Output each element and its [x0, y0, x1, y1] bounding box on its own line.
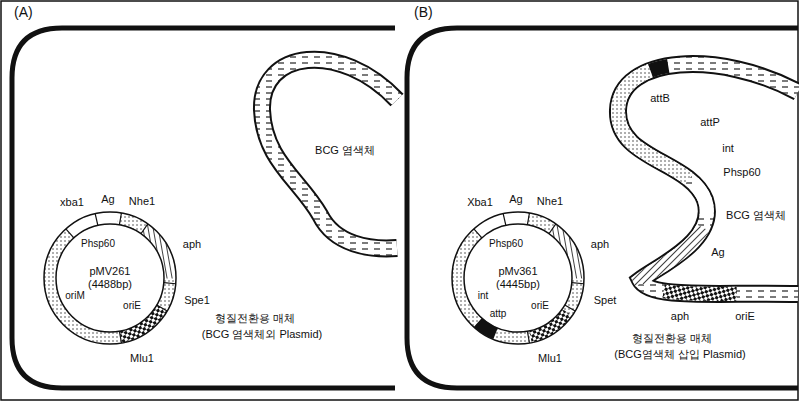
part-label: aph — [591, 238, 609, 250]
cell-outline — [12, 28, 395, 388]
segment-tick — [527, 213, 529, 225]
part-label: Nhe1 — [537, 195, 563, 207]
plasmid-ring — [25, 193, 194, 362]
segment-tick — [474, 229, 482, 238]
part-label: (BCG염색체 삽입 Plasmid) — [614, 348, 745, 360]
part-label: Phsp60 — [489, 238, 523, 250]
part-label: Spet — [594, 294, 617, 306]
plasmid-name: (4488bp) — [88, 278, 132, 291]
segment-tick — [164, 283, 176, 284]
part-label: int — [478, 290, 489, 302]
part-label: BCG 염색체 — [315, 144, 375, 156]
part-label: Ag — [711, 246, 724, 258]
part-label: aph — [183, 238, 201, 250]
part-label: oriE — [531, 300, 549, 312]
panel: (B) pMv361(4445bp) — [400, 0, 799, 401]
part-label: aph — [671, 310, 689, 322]
part-label: oriM — [65, 290, 84, 302]
plasmid-name: (4445bp) — [496, 278, 540, 291]
segment-tick — [572, 283, 584, 284]
cell-outline — [407, 28, 798, 388]
segment-tick — [565, 305, 575, 311]
segment-tick — [141, 224, 148, 234]
segment-tick — [66, 229, 74, 238]
panel-letter: (A) — [14, 4, 33, 20]
part-label: (BCG 염색체외 Plasmid) — [202, 328, 322, 340]
segment-tick — [503, 214, 506, 226]
plasmid-name: pMV261 — [90, 265, 131, 278]
segment-ticks — [66, 213, 584, 343]
plasmid-ring — [433, 193, 602, 362]
part-label: xba1 — [60, 196, 84, 208]
part-label: Ag — [101, 193, 114, 205]
part-label: Nhe1 — [129, 195, 155, 207]
part-label: Xba1 — [467, 196, 493, 208]
part-label: Spe1 — [184, 294, 210, 306]
part-label: Ag — [509, 193, 522, 205]
segment-tick — [549, 224, 556, 234]
part-label: oriE — [123, 300, 141, 312]
part-label: attP — [700, 116, 720, 128]
part-label: BCG 염색체 — [726, 209, 786, 221]
segment-tick — [119, 331, 121, 343]
plasmid-name: pMv361 — [498, 265, 537, 278]
part-label: 형질전환용 매체 — [215, 312, 295, 324]
part-label: Phsp60 — [723, 166, 760, 178]
chromosome-band — [618, 64, 798, 294]
segment-tick — [119, 213, 121, 225]
part-label: int — [722, 142, 734, 154]
panel-letter: (B) — [414, 4, 433, 20]
part-label: Phsp60 — [81, 238, 115, 250]
segment-tick — [527, 331, 529, 343]
part-label: attB — [650, 92, 670, 104]
part-label: 형질전환용 매체 — [632, 332, 712, 344]
segment-tick — [157, 305, 167, 311]
part-label: oriE — [735, 310, 755, 322]
chromosome-band — [262, 60, 397, 249]
segment-tick — [95, 214, 98, 226]
panel: (A) pMV261(4488bp) — [0, 0, 399, 401]
part-label: attp — [490, 308, 507, 320]
part-label: Mlu1 — [538, 352, 562, 364]
part-label: Mlu1 — [130, 352, 154, 364]
